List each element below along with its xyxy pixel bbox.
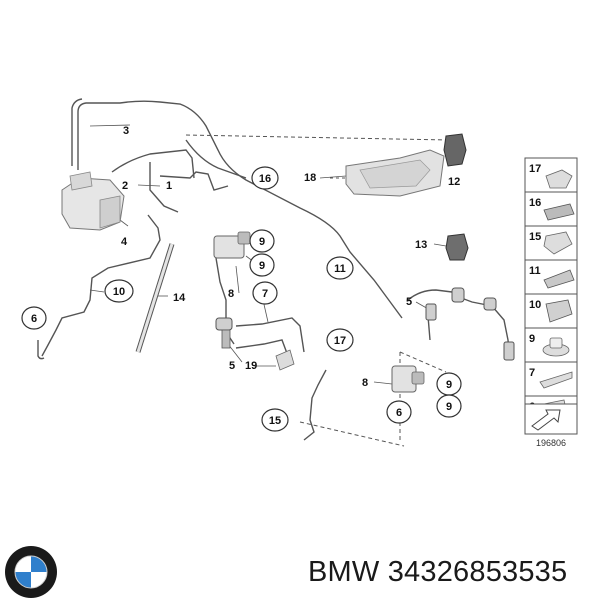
brake-fluid-reservoir [61, 171, 125, 231]
callout-8-top: 8 [228, 288, 234, 300]
callout-6-bottom: 6 [386, 400, 412, 424]
svg-text:6: 6 [31, 313, 37, 325]
legend-row-9: 9 [524, 327, 578, 363]
callout-1: 1 [166, 180, 172, 192]
hose-part-5-right [425, 287, 515, 361]
bracket-part-18 [345, 149, 445, 197]
sensor-part-8-top [213, 231, 251, 259]
callout-17: 17 [326, 328, 354, 352]
brake-lines [37, 98, 511, 447]
legend-row-10: 10 [524, 293, 578, 329]
callout-2: 2 [122, 180, 128, 192]
legend-row-11: 11 [524, 259, 578, 295]
svg-text:11: 11 [334, 263, 346, 275]
callout-11: 11 [326, 256, 354, 280]
svg-text:16: 16 [259, 173, 271, 185]
callout-18: 18 [304, 172, 316, 184]
diagram-code: 196806 [536, 438, 566, 448]
svg-text:15: 15 [529, 231, 541, 243]
callout-7: 7 [252, 281, 278, 305]
parts-legend: 17 16 15 11 10 9 [524, 157, 578, 431]
svg-text:6: 6 [396, 407, 402, 419]
bmw-logo [5, 546, 57, 598]
sensor-part-8-bottom [391, 365, 425, 393]
callout-4: 4 [121, 236, 128, 248]
svg-text:17: 17 [529, 163, 541, 175]
connector-part-12 [443, 133, 467, 167]
callout-19: 19 [245, 360, 257, 372]
svg-text:17: 17 [334, 335, 346, 347]
callout-9-b: 9 [249, 253, 275, 277]
connector-part-5-mid [215, 317, 233, 349]
legend-arrow-tile-final [524, 403, 578, 435]
clip-part-19 [275, 349, 295, 371]
callout-9-a: 9 [249, 229, 275, 253]
callout-15: 15 [261, 408, 289, 432]
callout-9-c: 9 [436, 372, 462, 396]
legend-row-17: 17 [524, 157, 578, 193]
callout-5-mid: 5 [229, 360, 235, 372]
svg-text:10: 10 [529, 299, 541, 311]
connector-part-13 [445, 233, 469, 261]
svg-text:7: 7 [529, 367, 535, 379]
svg-text:9: 9 [529, 333, 535, 345]
svg-text:9: 9 [446, 379, 452, 391]
svg-text:7: 7 [262, 288, 268, 300]
callout-9-d: 9 [436, 394, 462, 418]
svg-text:9: 9 [446, 401, 452, 413]
callout-14: 14 [173, 292, 186, 304]
callout-8-bottom: 8 [362, 377, 368, 389]
callout-12: 12 [448, 176, 460, 188]
svg-text:9: 9 [259, 260, 265, 272]
callout-13: 13 [415, 239, 427, 251]
callout-3: 3 [123, 125, 129, 137]
callout-10: 10 [104, 279, 134, 303]
svg-text:11: 11 [529, 265, 541, 277]
pipe-part-14 [135, 243, 175, 353]
callout-6-left: 6 [21, 306, 47, 330]
legend-row-7: 7 [524, 361, 578, 397]
svg-text:16: 16 [529, 197, 541, 209]
callout-5-right: 5 [406, 296, 412, 308]
callout-16: 16 [251, 166, 279, 190]
legend-row-16: 16 [524, 191, 578, 227]
svg-text:15: 15 [269, 415, 281, 427]
svg-text:10: 10 [113, 286, 125, 298]
legend-row-15: 15 [524, 225, 578, 261]
svg-text:9: 9 [259, 236, 265, 248]
part-number-text: BMW 34326853535 [308, 556, 568, 588]
